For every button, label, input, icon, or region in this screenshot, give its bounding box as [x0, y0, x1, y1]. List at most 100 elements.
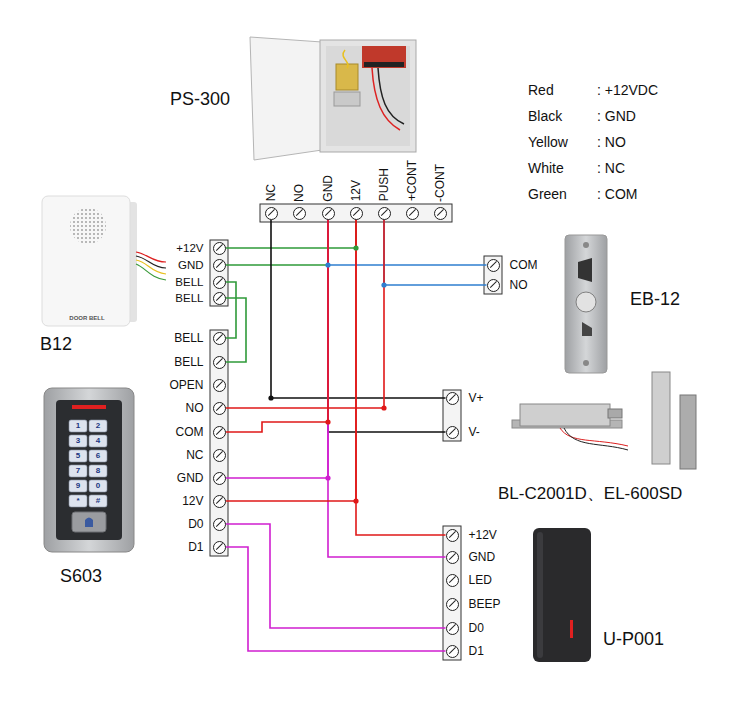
wire: [226, 220, 329, 433]
terminal-screw: [434, 207, 447, 220]
terminal-screw: [446, 426, 459, 439]
pin-label: 12V: [349, 180, 363, 201]
wire: [328, 220, 487, 266]
wire: [328, 220, 446, 433]
power-supply-picture: [250, 37, 416, 160]
terminal: GND: [178, 258, 226, 272]
terminal: D1: [188, 540, 225, 554]
terminal: D0: [446, 621, 484, 635]
pin-label: BELL: [175, 291, 203, 305]
part-name: BL-C2001D、EL-600SD: [498, 484, 682, 504]
wire: [226, 220, 385, 409]
terminal-screw: [293, 207, 306, 220]
key-digit: 2: [96, 421, 100, 430]
key-digit: *: [76, 496, 79, 505]
door-bell-picture: [42, 196, 166, 326]
exit-button-picture: [565, 235, 607, 373]
terminal-screw: [446, 529, 459, 542]
pin-label: NC: [264, 184, 278, 201]
terminal-screw: [213, 518, 226, 531]
terminal-screw: [213, 292, 226, 305]
legend-colour: White: [528, 160, 564, 176]
wire: [328, 220, 446, 558]
terminal-screw: [446, 622, 459, 635]
legend-meaning: : GND: [597, 108, 636, 124]
wire: [356, 220, 446, 536]
pin-label: NC: [186, 448, 203, 462]
terminal-screw: [446, 392, 459, 405]
pin-label: +CONT: [405, 160, 419, 201]
pin-label: 12V: [182, 494, 203, 508]
terminal-screw: [213, 495, 226, 508]
terminal: NO: [186, 401, 226, 415]
pin-label: NO: [186, 401, 204, 415]
pin-label: V-: [469, 425, 480, 439]
terminal-screw: [378, 207, 391, 220]
key-digit: 1: [76, 421, 80, 430]
terminal: 12V: [182, 494, 225, 508]
part-name: S603: [60, 566, 102, 587]
terminal: BEEP: [446, 597, 501, 611]
pin-label: OPEN: [169, 378, 203, 392]
wire: [384, 220, 487, 286]
pin-label: D0: [188, 517, 203, 531]
terminal: 12V: [349, 180, 363, 219]
terminal-screw: [213, 472, 226, 485]
pin-label: GND: [469, 550, 496, 564]
terminal: D0: [188, 517, 225, 531]
pin-label: COM: [176, 425, 204, 439]
terminal-screw: [213, 356, 226, 369]
legend-meaning: : NC: [597, 160, 625, 176]
terminal: V+: [446, 391, 484, 405]
terminal: +CONT: [405, 160, 419, 219]
part-name: U-P001: [603, 629, 664, 650]
pin-label: BELL: [175, 275, 203, 289]
terminal: COM: [176, 425, 226, 439]
wire: [226, 282, 237, 338]
key-digit: 7: [76, 466, 80, 475]
terminal-screw: [213, 449, 226, 462]
terminal: +12V: [176, 241, 225, 255]
terminal-screw: [446, 574, 459, 587]
terminal: D1: [446, 644, 484, 658]
keypad-picture: [44, 388, 134, 552]
wire: [226, 220, 329, 479]
key-digit: 3: [76, 436, 80, 445]
part-name: EB-12: [630, 289, 680, 310]
terminal-screw: [213, 402, 226, 415]
terminal-screw: [265, 207, 278, 220]
terminal: COM: [487, 258, 538, 272]
terminal: BELL: [175, 275, 225, 289]
pin-label: LED: [469, 573, 492, 587]
pin-label: D0: [469, 621, 484, 635]
terminal: GND: [446, 550, 496, 564]
pin-label: GND: [178, 258, 204, 272]
wire: [226, 298, 247, 362]
legend-colour: Black: [528, 108, 562, 124]
part-name: B12: [40, 334, 72, 355]
terminal: +12V: [446, 528, 497, 542]
terminal-screw: [213, 379, 226, 392]
pin-label: V+: [469, 391, 484, 405]
terminal: GND: [321, 175, 335, 220]
key-digit: 0: [96, 481, 100, 490]
key-digit: 9: [76, 481, 80, 490]
terminal: NO: [292, 184, 306, 220]
terminal-screw: [213, 541, 226, 554]
terminal: PUSH: [377, 168, 391, 219]
pin-label: BELL: [174, 331, 203, 345]
terminal-screw: [446, 551, 459, 564]
terminal-strip: [210, 204, 502, 660]
terminal: BELL: [175, 291, 225, 305]
key-digit: 8: [96, 466, 100, 475]
terminal: BELL: [174, 355, 225, 369]
terminal: OPEN: [169, 378, 225, 392]
pin-label: D1: [469, 644, 484, 658]
pin-label: BEEP: [469, 597, 501, 611]
lock-picture: [512, 372, 696, 469]
key-digit: 6: [96, 451, 100, 460]
